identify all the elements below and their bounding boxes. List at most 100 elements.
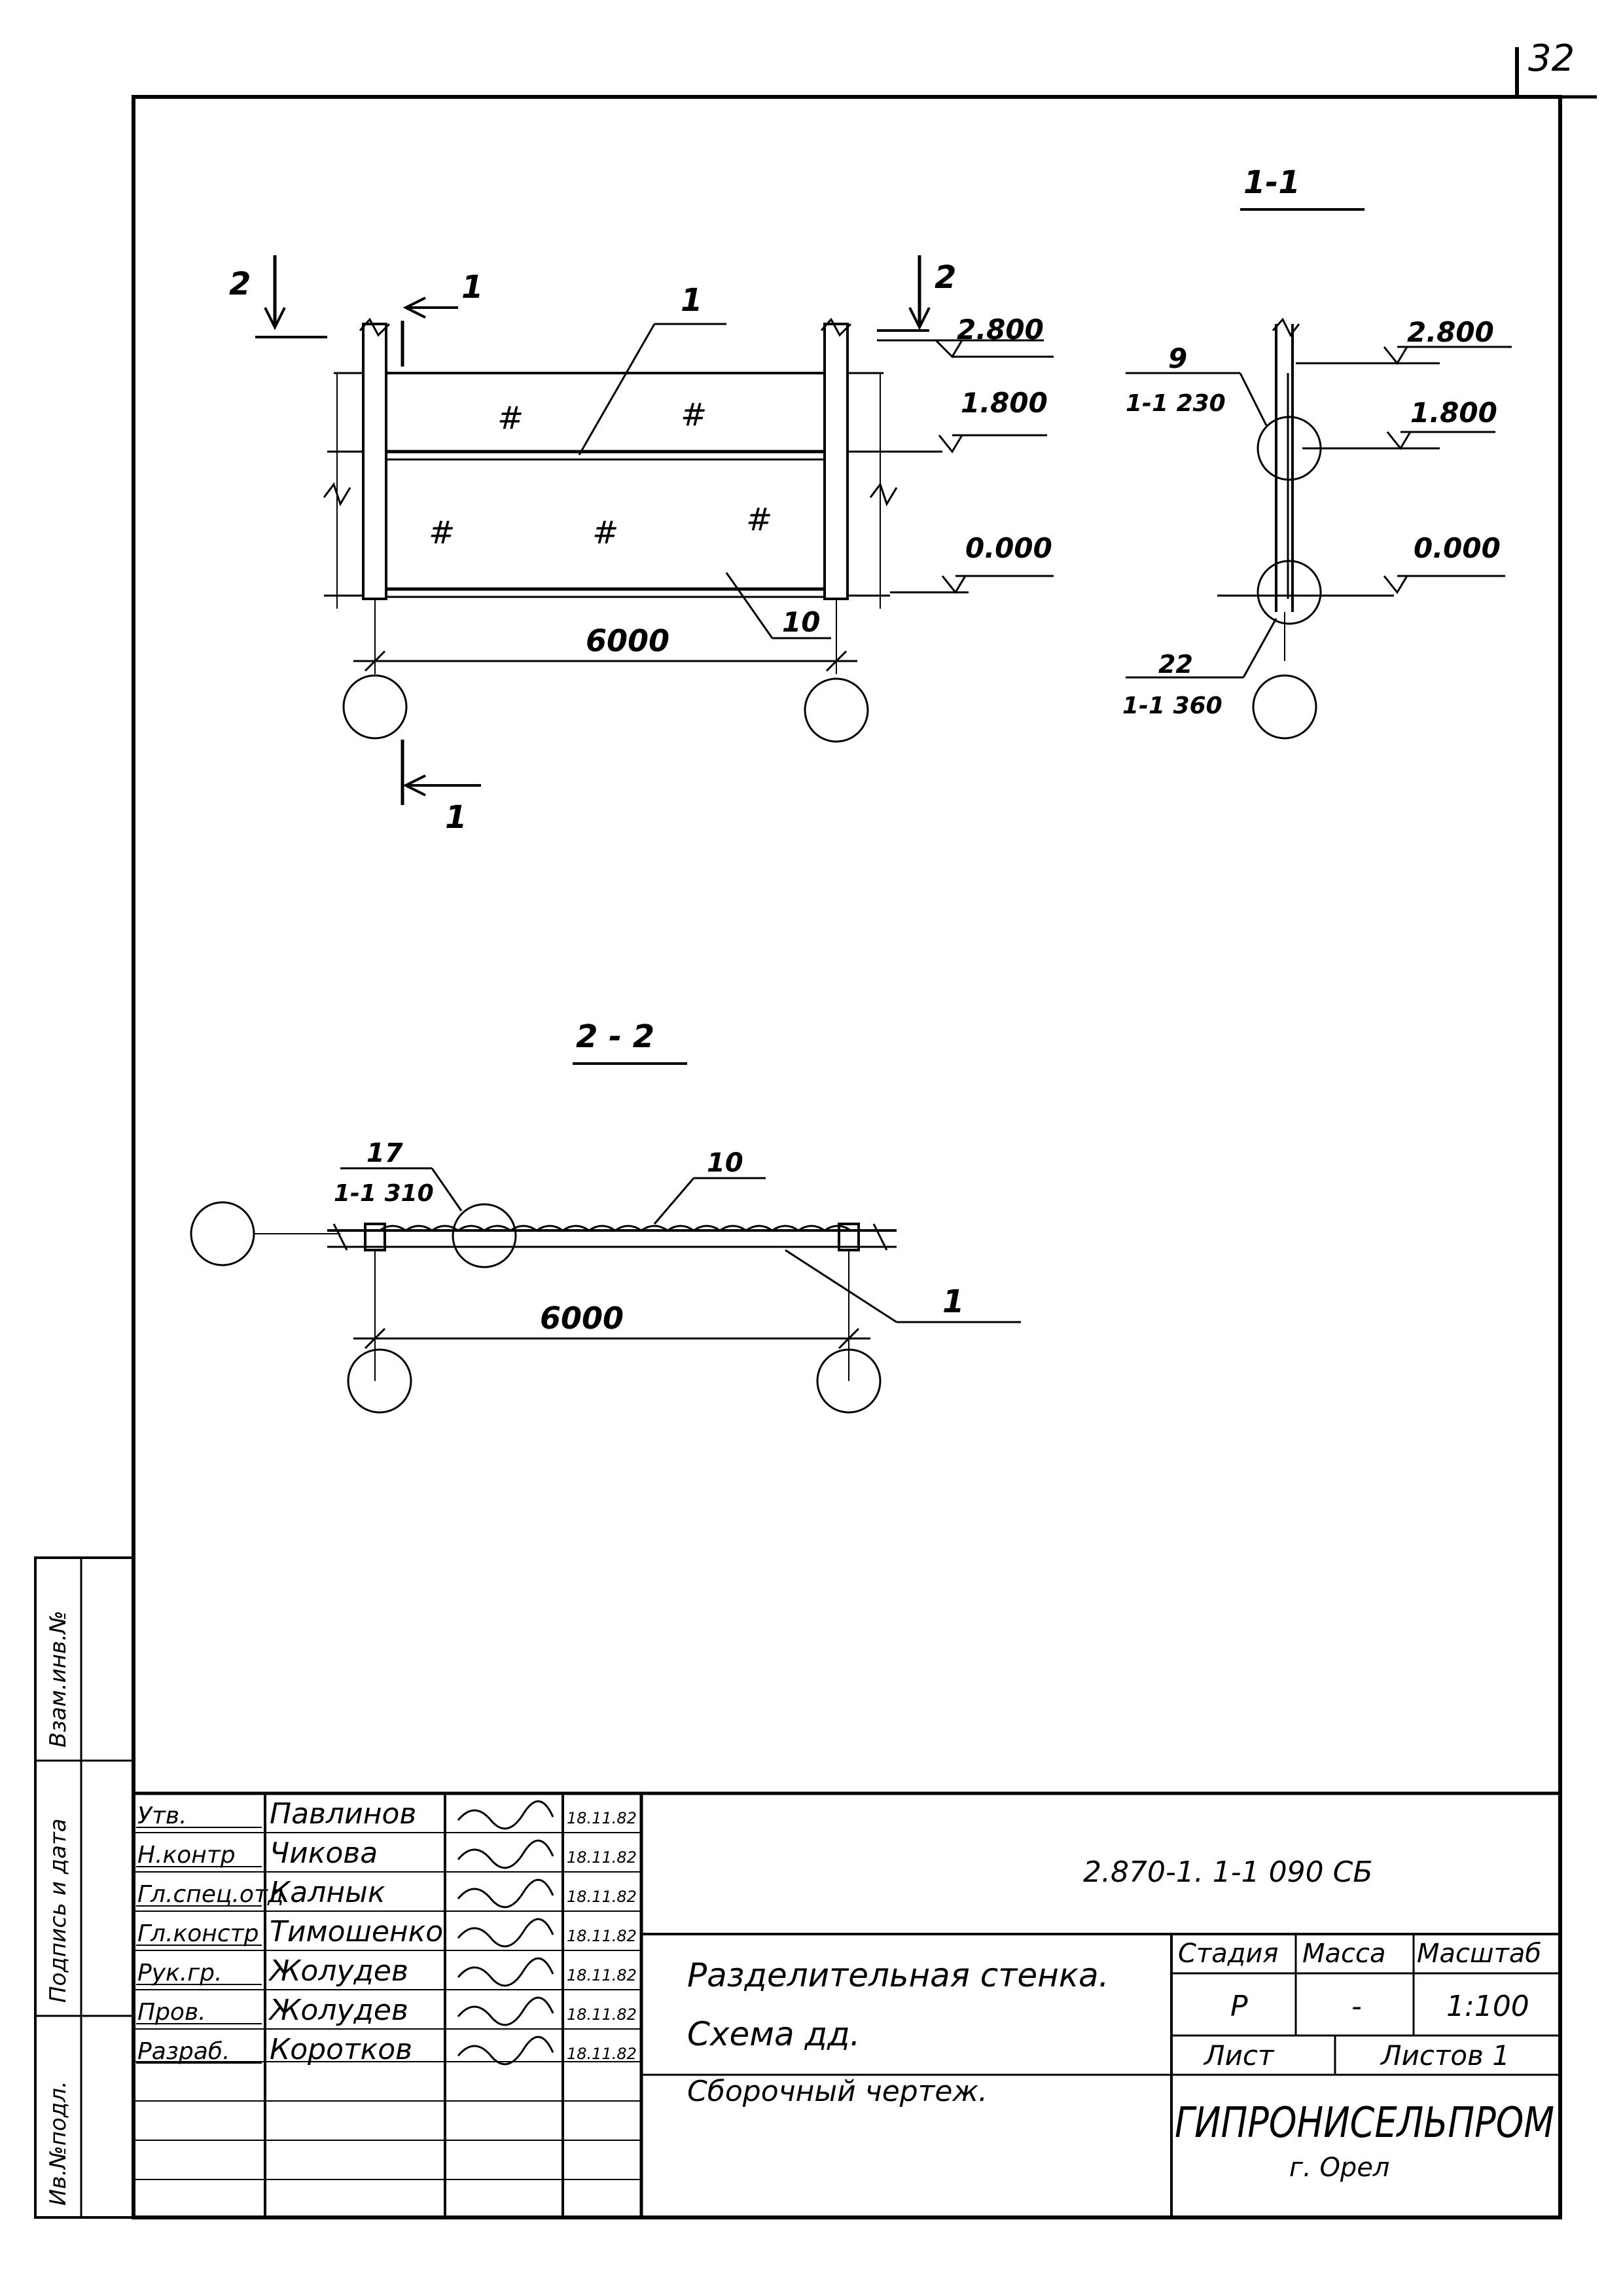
signature: [457, 1996, 554, 2026]
hatch-mark: #: [746, 501, 772, 538]
signer-role: Рук.гр.: [137, 1960, 222, 1986]
node-17-ref: 1-1 310: [334, 1180, 434, 1207]
left-column: [362, 323, 387, 600]
axis-bubble-left: [342, 674, 408, 740]
node-17-number: 17: [366, 1138, 403, 1168]
section-1-1-elev-top: 2.800: [1296, 316, 1512, 365]
signer-date: 18.11.82: [567, 1927, 637, 1945]
scale-value: 1:100: [1446, 1990, 1529, 2023]
page-number: 32: [1528, 37, 1575, 80]
stage-header: Стадия: [1178, 1939, 1278, 1969]
hatch-mark: #: [681, 397, 707, 433]
dimension-label: 6000: [586, 623, 669, 658]
right-column-break: [820, 317, 852, 337]
signer-role: Пров.: [137, 1999, 206, 2026]
elevation-mark-mid: 1.800: [851, 387, 1048, 454]
label-1-2-2: 1: [942, 1283, 964, 1320]
signer-name: Тимошенко: [270, 1915, 443, 1948]
signer-date: 18.11.82: [567, 1809, 637, 1827]
profiled-sheet: [379, 1225, 851, 1232]
drawing-code: 2.870-1. 1-1 090 СБ: [1083, 1856, 1373, 1889]
signature: [457, 1800, 554, 1830]
signer-name: Калнык: [270, 1876, 385, 1909]
side-stamp-replace-inv: Взам.инв.№: [45, 1611, 71, 1748]
drawing-frame: [132, 95, 1562, 2219]
section-1-1: 1-1 9 1-1 230 22 1-1 360 2.800 1.800: [1122, 164, 1512, 740]
signer-name: Павлинов: [270, 1797, 416, 1831]
signature: [457, 1878, 554, 1909]
axis-bubble-2-2-a: [347, 1348, 412, 1414]
section-1-1-elev-mid: 1.800: [1302, 397, 1497, 450]
svg-text:2.800: 2.800: [1407, 316, 1494, 348]
dimension-label-2-2: 6000: [540, 1300, 624, 1336]
axis-bubble-section-1-1: [1252, 674, 1317, 740]
side-stamp-signature-date: Подпись и дата: [45, 1818, 71, 2003]
signature: [457, 2036, 554, 2066]
signer-role: Разраб.: [137, 2038, 230, 2065]
cut-2-left-label: 2: [229, 266, 251, 302]
hatch-mark: #: [429, 514, 455, 551]
svg-text:1.800: 1.800: [1410, 397, 1497, 429]
label-10-2-2: 10: [707, 1148, 743, 1178]
signer-name: Чикова: [270, 1837, 378, 1870]
node-callout-17: [452, 1203, 517, 1268]
organization-city: г. Орел: [1289, 2153, 1390, 2183]
node-9-ref: 1-1 230: [1126, 390, 1226, 417]
drawing-title-line2: Схема дд.: [687, 2015, 861, 2053]
cut-1-bottom-label: 1: [445, 799, 467, 836]
stage-value: Р: [1230, 1990, 1248, 2023]
panel-label-1: 1: [681, 282, 702, 319]
elevation-mark-zero: 0.000: [890, 532, 1054, 594]
axis-bubble-right: [804, 677, 869, 743]
signer-date: 18.11.82: [567, 2005, 637, 2024]
signer-role: Гл.констр: [137, 1920, 259, 1947]
signature: [457, 1918, 554, 1948]
signer-role: Гл.спец.отд: [137, 1881, 284, 1908]
elevation-mark-top: 2.800: [877, 314, 1054, 359]
left-column-break: [359, 317, 391, 337]
panel-label-10: 10: [782, 606, 820, 638]
signature: [457, 1839, 554, 1869]
section-1-1-elev-zero: 0.000: [1383, 532, 1505, 594]
cut-2-right-label: 2: [935, 259, 956, 296]
signer-role: Утв.: [137, 1803, 187, 1829]
axis-bubble-2-2-b: [816, 1348, 882, 1414]
section-2-2-title: 2 - 2: [576, 1018, 654, 1055]
node-callout-22: [1257, 560, 1322, 625]
signer-name: Коротков: [270, 2033, 412, 2066]
signer-date: 18.11.82: [567, 2045, 637, 2063]
drawing-title-line3: Сборочный чертеж.: [687, 2075, 988, 2108]
signer-name: Жолудев: [268, 1954, 408, 1988]
svg-text:2.800: 2.800: [957, 314, 1044, 346]
hatch-mark: #: [497, 400, 524, 437]
svg-text:0.000: 0.000: [1414, 532, 1501, 564]
signature: [457, 1957, 554, 1987]
section-2-2: 2 - 2 17 1-1 310 10 1 6000: [190, 1018, 1021, 1414]
signer-date: 18.11.82: [567, 1848, 637, 1867]
svg-text:0.000: 0.000: [965, 532, 1052, 564]
axis-bubble-2-2-left: [190, 1201, 255, 1266]
side-stamp: Взам.инв.№ Подпись и дата Ив.№подл.: [34, 1556, 135, 2219]
mass-value: -: [1351, 1990, 1362, 2023]
mass-header: Масса: [1302, 1939, 1386, 1969]
sheet-label: Лист: [1203, 2039, 1275, 2072]
node-22-ref: 1-1 360: [1122, 692, 1222, 719]
signer-role: Н.контр: [137, 1842, 236, 1869]
svg-text:1.800: 1.800: [961, 387, 1048, 419]
right-column: [823, 323, 849, 600]
organization-name: ГИПРОНИСЕЛЬПРОМ: [1175, 2099, 1554, 2147]
node-9-number: 9: [1168, 342, 1187, 374]
sheets-label: Листов 1: [1380, 2039, 1510, 2072]
elevation-view: # # # # # 2 2 1 1 1 10: [229, 255, 1054, 836]
hatch-mark: #: [592, 514, 618, 551]
node-22-number: 22: [1158, 650, 1193, 679]
drawing-title-line1: Разделительная стенка.: [687, 1956, 1109, 1994]
side-stamp-inv-original: Ив.№подл.: [45, 2081, 71, 2206]
scale-header: Масштаб: [1417, 1939, 1541, 1969]
signer-date: 18.11.82: [567, 1966, 637, 1984]
section-1-1-title: 1-1: [1243, 164, 1300, 201]
signer-date: 18.11.82: [567, 1888, 637, 1906]
signer-name: Жолудев: [268, 1994, 408, 2027]
